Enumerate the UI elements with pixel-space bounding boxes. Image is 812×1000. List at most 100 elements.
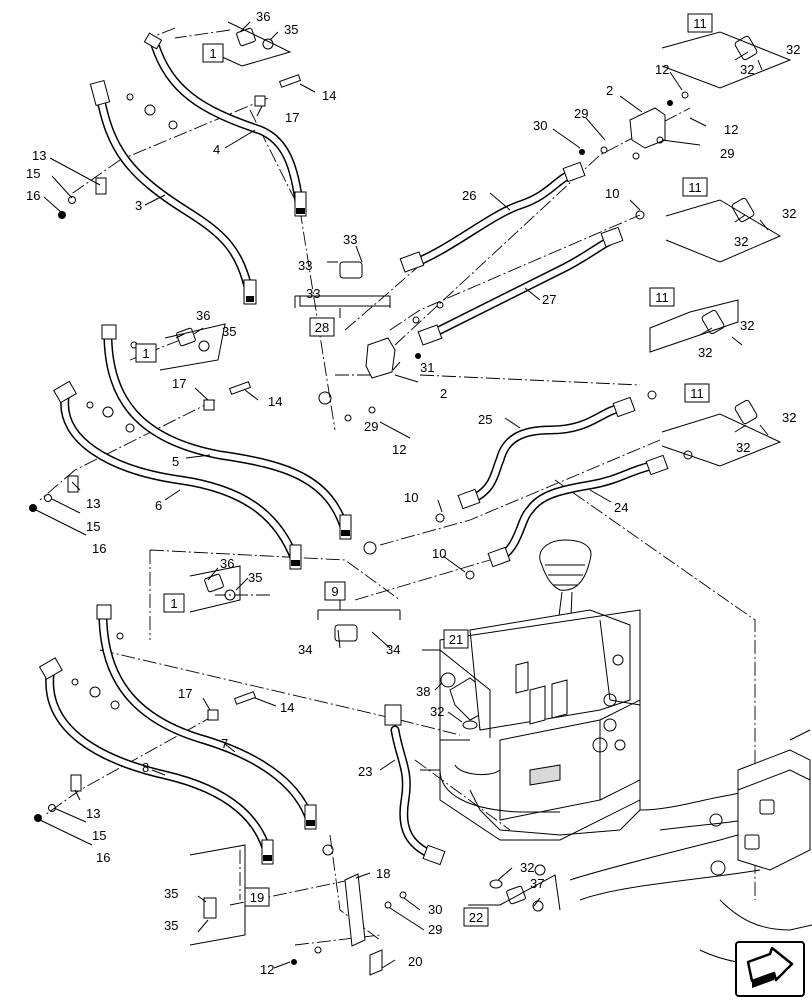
kit-box-11b: 11 xyxy=(682,177,708,197)
bracket-2-top xyxy=(629,107,666,149)
callout-8: 8 xyxy=(142,760,149,775)
callout-33-c: 33 xyxy=(306,286,320,301)
fitting-hose7-bottom xyxy=(304,804,317,830)
elbow-fitting-11c xyxy=(701,309,725,335)
callout-14-c: 14 xyxy=(280,700,294,715)
kit-box-28: 28 xyxy=(309,317,335,337)
callout-10-b: 10 xyxy=(404,490,418,505)
kit-box-1b: 1 xyxy=(135,343,157,363)
svg-text:11: 11 xyxy=(688,180,702,195)
callout-26: 26 xyxy=(462,188,476,203)
kit-box-1c: 1 xyxy=(163,593,185,613)
fitting-hose5-bottom xyxy=(339,514,352,540)
callout-34-a: 34 xyxy=(298,642,312,657)
callout-20: 20 xyxy=(408,954,422,969)
callout-15-a: 15 xyxy=(26,166,40,181)
kit-box-21: 21 xyxy=(443,629,469,649)
callout-29-d: 29 xyxy=(428,922,442,937)
callout-2-b: 2 xyxy=(440,386,447,401)
callout-18: 18 xyxy=(376,866,390,881)
callout-16-a: 16 xyxy=(26,188,40,203)
callout-6: 6 xyxy=(155,498,162,513)
callout-35-1a: 35 xyxy=(284,22,298,37)
callout-4: 4 xyxy=(213,142,220,157)
fitting-hose23-ends xyxy=(384,704,446,866)
callout-15-c: 15 xyxy=(92,828,106,843)
elbow-fitting-9 xyxy=(334,624,358,642)
fitting-hose25-ends xyxy=(457,396,636,510)
callout-31: 31 xyxy=(420,360,434,375)
callout-35-1c: 35 xyxy=(248,570,262,585)
callout-32-22: 32 xyxy=(520,860,534,875)
callout-23: 23 xyxy=(358,764,372,779)
callout-32-11d-2: 32 xyxy=(736,440,750,455)
callout-32-11a-2: 32 xyxy=(740,62,754,77)
fitting-hose8-top xyxy=(38,657,63,680)
hardware-dots xyxy=(71,91,693,965)
svg-text:1: 1 xyxy=(142,346,149,361)
fitting-hose6-bottom xyxy=(289,544,302,570)
callout-29-c: 29 xyxy=(364,419,378,434)
callout-32-11b-2: 32 xyxy=(734,234,748,249)
bolt-14c xyxy=(233,691,257,705)
svg-text:1: 1 xyxy=(170,596,177,611)
callout-36-1c: 36 xyxy=(220,556,234,571)
svg-text:11: 11 xyxy=(693,16,707,31)
callout-24: 24 xyxy=(614,500,628,515)
svg-text:21: 21 xyxy=(449,632,463,647)
kit-box-22: 22 xyxy=(463,907,489,927)
svg-text:19: 19 xyxy=(250,890,264,905)
callout-10-c: 10 xyxy=(432,546,446,561)
fitting-32-ring xyxy=(462,720,478,730)
elbow-fitting-11a xyxy=(734,35,758,61)
callout-12-b: 12 xyxy=(724,122,738,137)
callout-15-b: 15 xyxy=(86,519,100,534)
clip-13b xyxy=(67,475,79,493)
nut-16b xyxy=(29,504,37,512)
spacer-17c xyxy=(207,709,219,721)
fitting-38-ring xyxy=(440,672,456,688)
callout-16-b: 16 xyxy=(92,541,106,556)
callout-25: 25 xyxy=(478,412,492,427)
nut-16a xyxy=(58,211,66,219)
bolt-14b xyxy=(228,381,252,395)
svg-text:11: 11 xyxy=(690,386,704,401)
callout-32-21: 32 xyxy=(430,704,444,719)
fitting-hose7-top xyxy=(96,604,112,620)
svg-text:11: 11 xyxy=(655,290,669,305)
callout-13-a: 13 xyxy=(32,148,46,163)
callout-32-11c-2: 32 xyxy=(698,345,712,360)
callout-35-19a: 35 xyxy=(164,886,178,901)
callout-13-c: 13 xyxy=(86,806,100,821)
callout-12-a: 12 xyxy=(655,62,669,77)
callout-32-11b-1: 32 xyxy=(782,206,796,221)
elbow-fitting-11d xyxy=(734,399,758,425)
svg-text:9: 9 xyxy=(331,584,338,599)
callout-12-d: 12 xyxy=(260,962,274,977)
callout-16-c: 16 xyxy=(96,850,110,865)
callout-17-b: 17 xyxy=(172,376,186,391)
washer-15c xyxy=(48,804,56,812)
kit-box-11c: 11 xyxy=(649,287,675,307)
fitting-hose3-top xyxy=(89,79,111,107)
callout-30-b: 30 xyxy=(428,902,442,917)
kit-box-11a: 11 xyxy=(687,13,713,33)
callout-34-b: 34 xyxy=(386,642,400,657)
next-page-arrow-icon[interactable] xyxy=(735,941,805,997)
callout-10-a: 10 xyxy=(605,186,619,201)
kit-box-9: 9 xyxy=(324,581,346,601)
callout-37: 37 xyxy=(530,876,544,891)
callout-29-b: 29 xyxy=(720,146,734,161)
callout-30-a: 30 xyxy=(533,118,547,133)
control-valve-assembly xyxy=(420,539,812,967)
fitting-hose6-top xyxy=(53,380,77,404)
fitting-1b xyxy=(176,327,210,352)
callout-numbers: 36 35 14 17 4 13 15 16 3 2 12 32 32 29 3… xyxy=(26,9,800,977)
callout-33-a: 33 xyxy=(343,232,357,247)
callout-32-11d-1: 32 xyxy=(782,410,796,425)
callout-35-19b: 35 xyxy=(164,918,178,933)
washer-15a xyxy=(68,196,76,204)
fitting-hose26-ends xyxy=(399,161,586,273)
callout-13-b: 13 xyxy=(86,496,100,511)
fitting-hose4-bottom xyxy=(294,191,307,217)
